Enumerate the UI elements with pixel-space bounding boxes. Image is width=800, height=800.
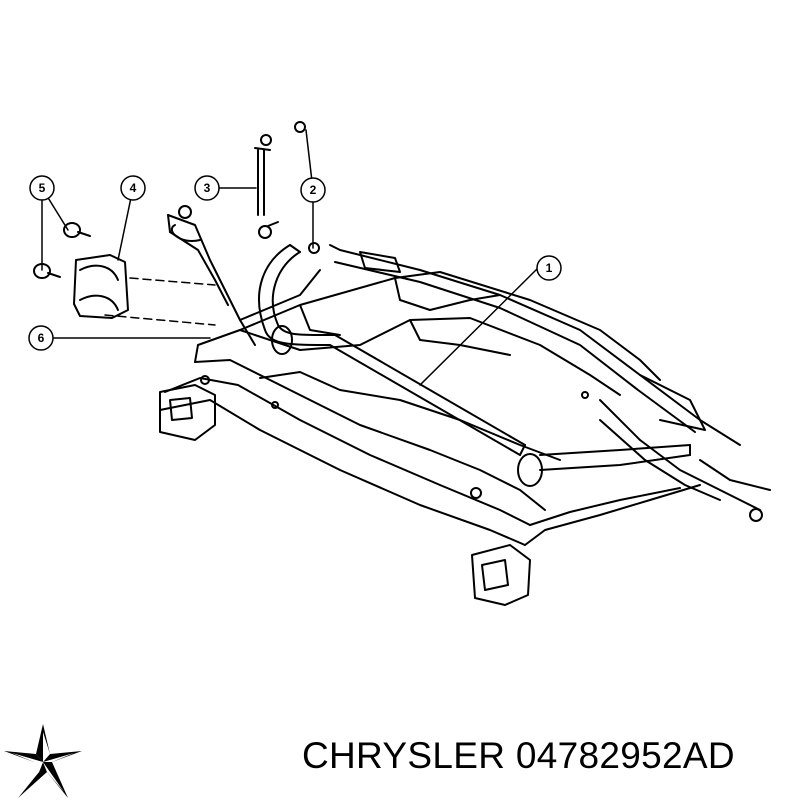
callout-circles — [28, 175, 562, 351]
callout-circle-3 — [194, 175, 220, 201]
callout-label-1: 1 — [546, 261, 553, 275]
steering-rack — [329, 244, 741, 446]
crossmember-frame — [159, 271, 701, 606]
sway-bar-bushing-clamp — [73, 254, 129, 319]
callout-label-2: 2 — [310, 183, 317, 197]
callout-label-3: 3 — [204, 181, 211, 195]
callout-circle-1 — [536, 255, 562, 281]
sway-bar — [258, 244, 543, 487]
chrysler-pentastar-icon — [4, 724, 82, 798]
callout-circle-5 — [29, 175, 55, 201]
bolt-5 — [33, 222, 91, 279]
callout-label-4: 4 — [130, 181, 137, 195]
right-control-arm — [539, 399, 771, 522]
callout-circle-4 — [120, 175, 146, 201]
brand-name: CHRYSLER — [302, 735, 506, 776]
callout-label-5: 5 — [39, 181, 46, 195]
part-number-caption: CHRYSLER 04782952AD — [302, 735, 798, 777]
link-nut — [294, 121, 320, 254]
callout-circle-6 — [28, 325, 54, 351]
left-control-arm — [167, 205, 321, 346]
part-number: 04782952AD — [515, 735, 735, 776]
callout-circle-2 — [300, 177, 326, 203]
callout-label-6: 6 — [38, 331, 45, 345]
stabilizer-link — [254, 134, 279, 239]
